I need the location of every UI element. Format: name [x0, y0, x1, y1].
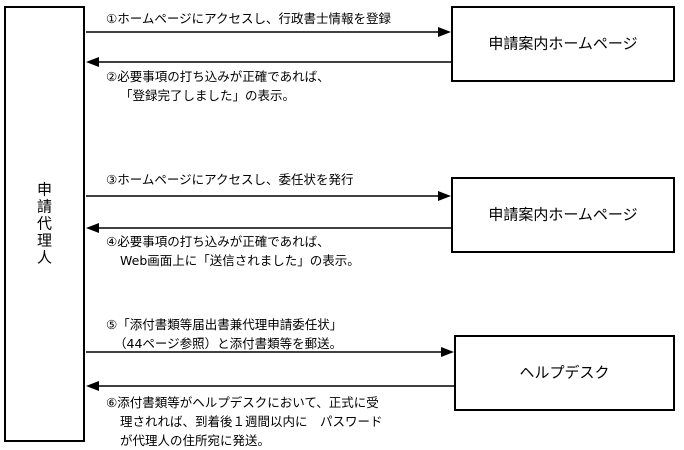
step-2-line-2: 「登録完了しました」の表示。	[120, 88, 296, 103]
arrowhead-step-2	[86, 57, 99, 67]
agent-label: 申請代理人	[35, 181, 53, 267]
step-4-line-1: ④必要事項の打ち込みが正確であれば、	[106, 234, 330, 249]
step-5-text: ⑤「添付書類等届出書兼代理申請委任状」 （44ページ参照）と添付書類等を郵送。	[106, 315, 342, 353]
step-5-line-2: （44ページ参照）と添付書類等を郵送。	[114, 336, 343, 351]
helpdesk-box-label: ヘルプデスク	[519, 363, 610, 382]
helpdesk-box: ヘルプデスク	[454, 335, 675, 411]
homepage-box-1: 申請案内ホームページ	[451, 6, 675, 82]
homepage-box-2-label: 申請案内ホームページ	[488, 205, 638, 224]
homepage-box-2: 申請案内ホームページ	[451, 177, 675, 253]
step-6-text: ⑥添付書類等がヘルプデスクにおいて、正式に受 理されれば、到着後１週間以内に パ…	[106, 393, 383, 450]
arrowhead-step-1	[438, 27, 451, 37]
step-5-line-1: ⑤「添付書類等届出書兼代理申請委任状」	[106, 317, 343, 332]
step-4-line-2: Web画面上に「送信されました」の表示。	[120, 253, 360, 268]
step-3-text: ③ホームページにアクセスし、委任状を発行	[106, 170, 353, 189]
step-2-line-1: ②必要事項の打ち込みが正確であれば、	[106, 69, 330, 84]
step-1-text: ①ホームページにアクセスし、行政書士情報を登録	[106, 9, 391, 28]
arrowhead-step-3	[438, 191, 451, 201]
step-6-line-2: 理されれば、到着後１週間以内に パスワード	[120, 414, 383, 429]
agent-box: 申請代理人	[4, 6, 85, 442]
homepage-box-1-label: 申請案内ホームページ	[488, 34, 638, 53]
step-6-line-3: が代理人の住所宛に発送。	[120, 433, 271, 448]
step-6-line-1: ⑥添付書類等がヘルプデスクにおいて、正式に受	[106, 395, 379, 410]
step-1-line-1: ①ホームページにアクセスし、行政書士情報を登録	[106, 11, 391, 26]
arrowhead-step-6	[86, 381, 99, 391]
step-3-line-1: ③ホームページにアクセスし、委任状を発行	[106, 172, 354, 187]
arrowhead-step-5	[441, 347, 454, 357]
step-4-text: ④必要事項の打ち込みが正確であれば、 Web画面上に「送信されました」の表示。	[106, 232, 360, 270]
step-2-text: ②必要事項の打ち込みが正確であれば、 「登録完了しました」の表示。	[106, 67, 330, 105]
arrowhead-step-4	[86, 223, 99, 233]
